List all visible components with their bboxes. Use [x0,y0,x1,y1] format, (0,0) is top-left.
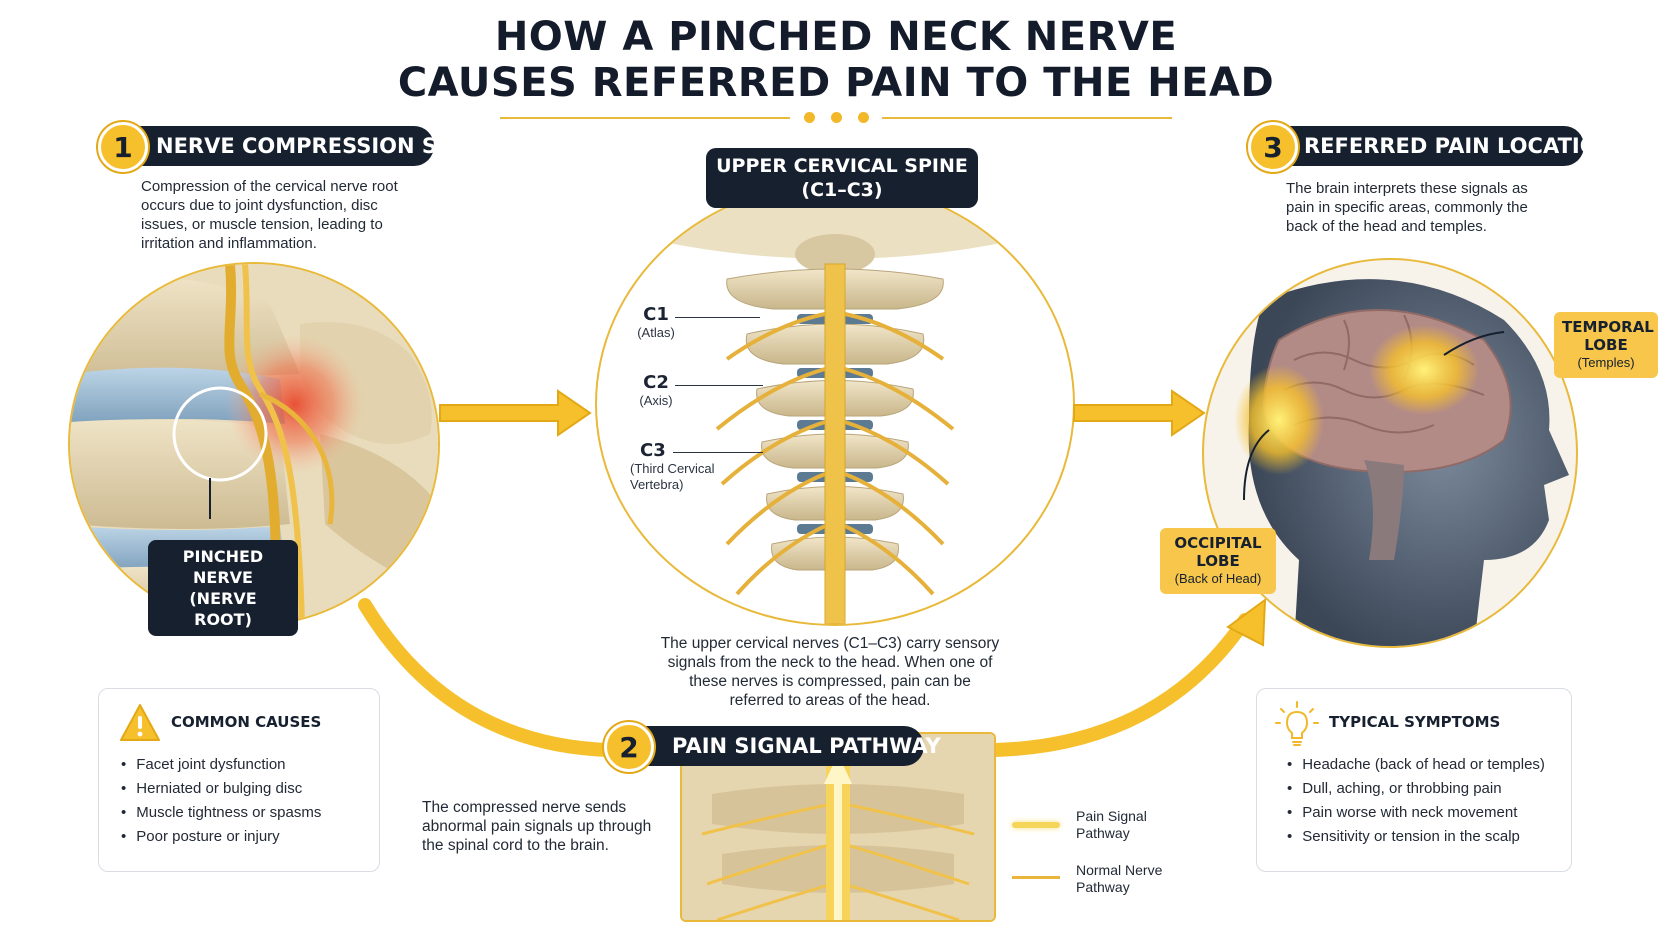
step1-description: Compression of the cervical nerve root o… [141,178,398,252]
typical-symptoms-list: Headache (back of head or temples) Dull,… [1287,753,1545,849]
step3-number: 3 [1263,130,1283,164]
legend-normal-swatch [1012,876,1060,879]
callout-line-2: (NERVE ROOT) [189,589,257,629]
list-item: Dull, aching, or throbbing pain [1287,777,1545,801]
spine-heading-line-2: (C1–C3) [801,179,883,201]
step1-number-badge: 1 [98,122,148,172]
spine-heading-box: UPPER CERVICAL SPINE (C1–C3) [706,148,978,208]
lightbulb-icon [1275,701,1319,746]
title-line-1: HOW A PINCHED NECK NERVE [494,14,1178,60]
occipital-lobe-label: OCCIPITAL LOBE (Back of Head) [1160,528,1276,594]
list-item: Headache (back of head or temples) [1287,753,1545,777]
pathway-drawing [682,734,994,920]
vertebra-label-c1: C1 (Atlas) [637,304,675,340]
legend-normal-label: Normal Nerve Pathway [1076,862,1163,895]
common-causes-heading: COMMON CAUSES [171,713,322,731]
common-causes-list: Facet joint dysfunction Herniated or bul… [121,753,321,849]
c2-leader-line [675,385,763,386]
warning-icon [120,704,160,741]
list-item: Herniated or bulging disc [121,777,321,801]
list-item: Sensitivity or tension in the scalp [1287,825,1545,849]
title-rule-right [882,117,1172,119]
temporal-lobe-label: TEMPORAL LOBE (Temples) [1554,312,1658,378]
step2-number: 2 [619,730,639,764]
list-item: Muscle tightness or spasms [121,801,321,825]
legend-pain-label: Pain Signal Pathway [1076,808,1147,841]
list-item: Pain worse with neck movement [1287,801,1545,825]
step3-number-badge: 3 [1248,122,1298,172]
step3-heading-pill: REFERRED PAIN LOCATION [1268,126,1615,166]
spine-explanation: The upper cervical nerves (C1–C3) carry … [660,635,1000,709]
step3-heading: REFERRED PAIN LOCATION [1304,134,1616,158]
callout-line-1: PINCHED NERVE [182,547,264,587]
brain-illustration [1202,258,1578,648]
curved-pathway-arrows [358,597,1267,757]
typical-symptoms-heading: TYPICAL SYMPTOMS [1329,713,1501,731]
arrow-to-spine [439,389,592,437]
page-title: HOW A PINCHED NECK NERVE CAUSES REFERRED… [0,14,1672,106]
title-dot [804,112,815,123]
step2-heading: PAIN SIGNAL PATHWAY [672,734,941,758]
step1-heading-pill: NERVE COMPRESSION SITE [118,126,474,166]
arrow-to-brain [1073,389,1206,437]
list-item: Poor posture or injury [121,825,321,849]
legend-pain-swatch [1012,822,1060,828]
step2-description: The compressed nerve sends abnormal pain… [422,799,652,854]
list-item: Facet joint dysfunction [121,753,321,777]
title-rule-left [500,117,790,119]
c1-leader-line [675,317,760,318]
step1-heading: NERVE COMPRESSION SITE [156,134,474,158]
c3-leader-line [673,452,763,453]
spine-heading-line-1: UPPER CERVICAL SPINE [716,155,968,177]
vertebra-label-c3: C3 (Third Cervical Vertebra) [630,440,715,492]
typical-symptoms-card: TYPICAL SYMPTOMS Headache (back of head … [1256,688,1572,872]
common-causes-card: COMMON CAUSES Facet joint dysfunction He… [98,688,380,872]
pinched-nerve-callout: PINCHED NERVE (NERVE ROOT) [148,540,298,636]
head-drawing [1234,279,1569,646]
title-dot [858,112,869,123]
step2-heading-pill: PAIN SIGNAL PATHWAY [622,726,941,766]
step2-number-badge: 2 [604,722,654,772]
step3-description: The brain interprets these signals as pa… [1286,180,1528,235]
step1-number: 1 [113,130,133,164]
title-line-2: CAUSES REFERRED PAIN TO THE HEAD [397,60,1275,106]
title-dot [831,112,842,123]
vertebra-label-c2: C2 (Axis) [639,372,673,408]
